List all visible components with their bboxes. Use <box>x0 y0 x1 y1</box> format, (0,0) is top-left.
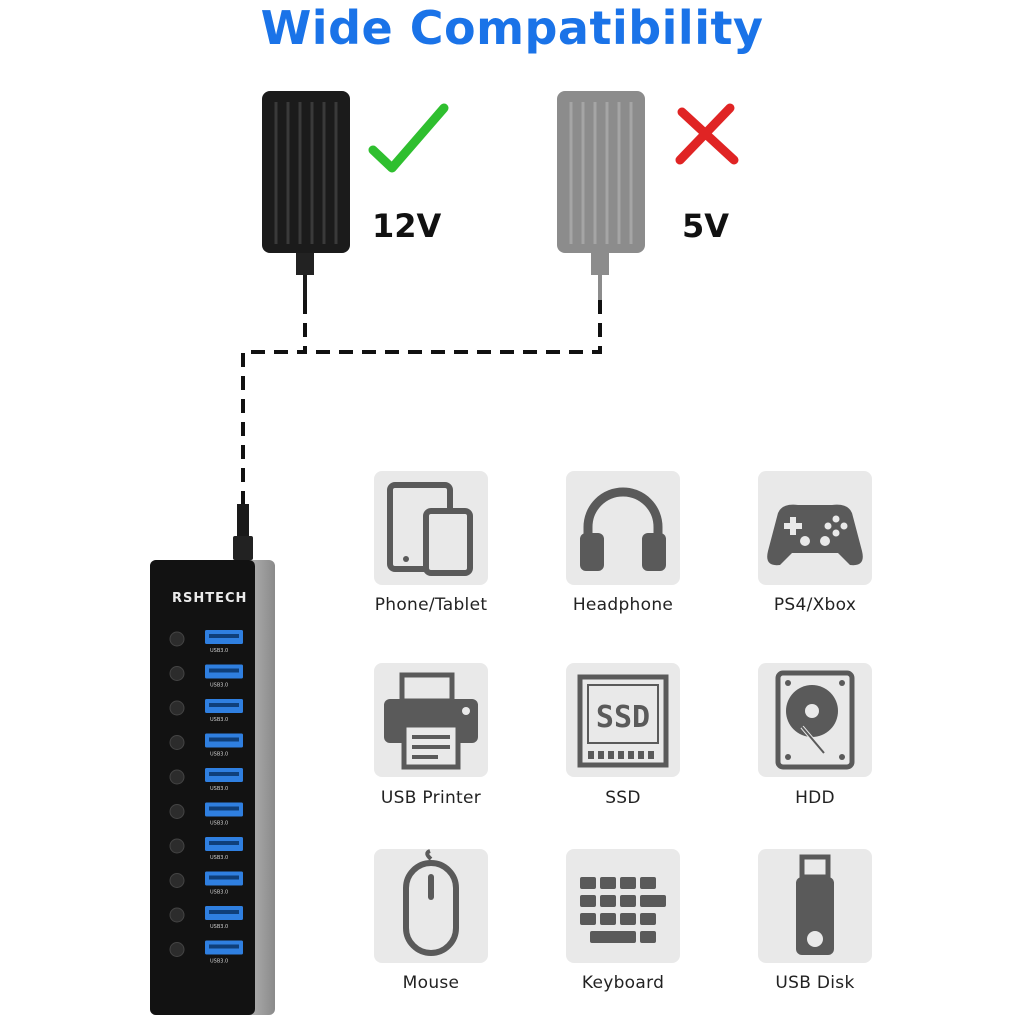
usb-port: USB3.0 <box>169 768 243 792</box>
usb-port: USB3.0 <box>169 699 243 723</box>
device-tile-mouse <box>374 849 488 963</box>
usb-port: USB3.0 <box>169 733 243 758</box>
device-label: HDD <box>795 788 835 808</box>
usb-hub: RSHTECH USB3.0USB3.0USB3.0USB3.0USB3.0US… <box>150 560 275 1015</box>
port-power-button <box>169 838 185 854</box>
device-label: SSD <box>605 788 641 808</box>
usb-port: USB3.0 <box>169 664 243 689</box>
usb-port: USB3.0 <box>169 906 243 930</box>
adapter-12v-body <box>262 91 350 253</box>
adapter-5v-body <box>557 91 645 253</box>
port-label: USB3.0 <box>210 683 228 689</box>
dashed-cables <box>241 300 602 505</box>
device-label: Mouse <box>402 973 460 993</box>
port-power-button <box>169 700 185 716</box>
printer-icon <box>384 672 478 770</box>
svg-text:SSD: SSD <box>596 700 650 735</box>
port-label: USB3.0 <box>210 821 228 827</box>
voltage-5v-label: 5V <box>682 207 729 245</box>
hub-plug <box>233 504 253 560</box>
usb-port: USB3.0 <box>169 802 243 827</box>
headphone-icon <box>580 487 666 571</box>
device-label: Keyboard <box>581 973 665 993</box>
mouse-icon <box>403 849 459 956</box>
port-power-button <box>169 735 185 750</box>
cable-5v <box>305 300 602 354</box>
voltage-12v-label: 12V <box>372 207 442 245</box>
cross-icon <box>675 103 739 165</box>
adapter-5v <box>557 91 645 300</box>
port-label: USB3.0 <box>210 890 228 896</box>
port-power-button <box>169 942 185 957</box>
phone-tablet-icon <box>387 482 473 576</box>
check-icon <box>368 103 449 173</box>
adapter-12v-strain-relief <box>296 253 314 275</box>
cable-12v <box>241 300 307 505</box>
device-label: PS4/Xbox <box>773 595 857 615</box>
device-label: USB Printer <box>380 788 482 808</box>
port-label: USB3.0 <box>210 855 228 861</box>
keyboard-icon <box>580 877 666 943</box>
adapter-5v-strain-relief <box>591 253 609 275</box>
usb-port: USB3.0 <box>169 837 243 861</box>
port-power-button <box>169 769 185 785</box>
device-tile-headphone <box>566 471 680 585</box>
port-label: USB3.0 <box>210 648 228 654</box>
device-tile-keyboard <box>566 849 680 963</box>
device-label: Phone/Tablet <box>374 595 488 615</box>
device-label: USB Disk <box>775 973 855 993</box>
hub-brand: RSHTECH <box>172 591 247 606</box>
port-label: USB3.0 <box>210 786 228 792</box>
gamepad-icon <box>767 504 863 566</box>
usb-disk-icon <box>796 854 834 955</box>
port-power-button <box>169 631 185 647</box>
device-tile-printer <box>374 663 488 777</box>
device-tile-gamepad <box>758 471 872 585</box>
hub-ports: USB3.0USB3.0USB3.0USB3.0USB3.0USB3.0USB3… <box>169 630 243 965</box>
usb-port: USB3.0 <box>169 630 243 654</box>
port-power-button <box>169 804 185 819</box>
page-title: Wide Compatibility <box>260 1 764 55</box>
device-label: Headphone <box>572 595 674 615</box>
port-power-button <box>169 907 185 923</box>
ssd-icon: SSD <box>577 674 669 768</box>
device-tile-usb-disk <box>758 849 872 963</box>
device-tile-phone-tablet <box>374 471 488 585</box>
port-label: USB3.0 <box>210 752 228 758</box>
hdd-icon <box>775 670 855 770</box>
adapter-12v <box>262 91 350 300</box>
device-tile-hdd <box>758 663 872 777</box>
port-power-button <box>169 873 185 888</box>
port-label: USB3.0 <box>210 717 228 723</box>
device-tile-ssd: SSD <box>566 663 680 777</box>
port-power-button <box>169 666 185 681</box>
port-label: USB3.0 <box>210 924 228 930</box>
usb-port: USB3.0 <box>169 871 243 896</box>
port-label: USB3.0 <box>210 959 228 965</box>
usb-port: USB3.0 <box>169 940 243 965</box>
